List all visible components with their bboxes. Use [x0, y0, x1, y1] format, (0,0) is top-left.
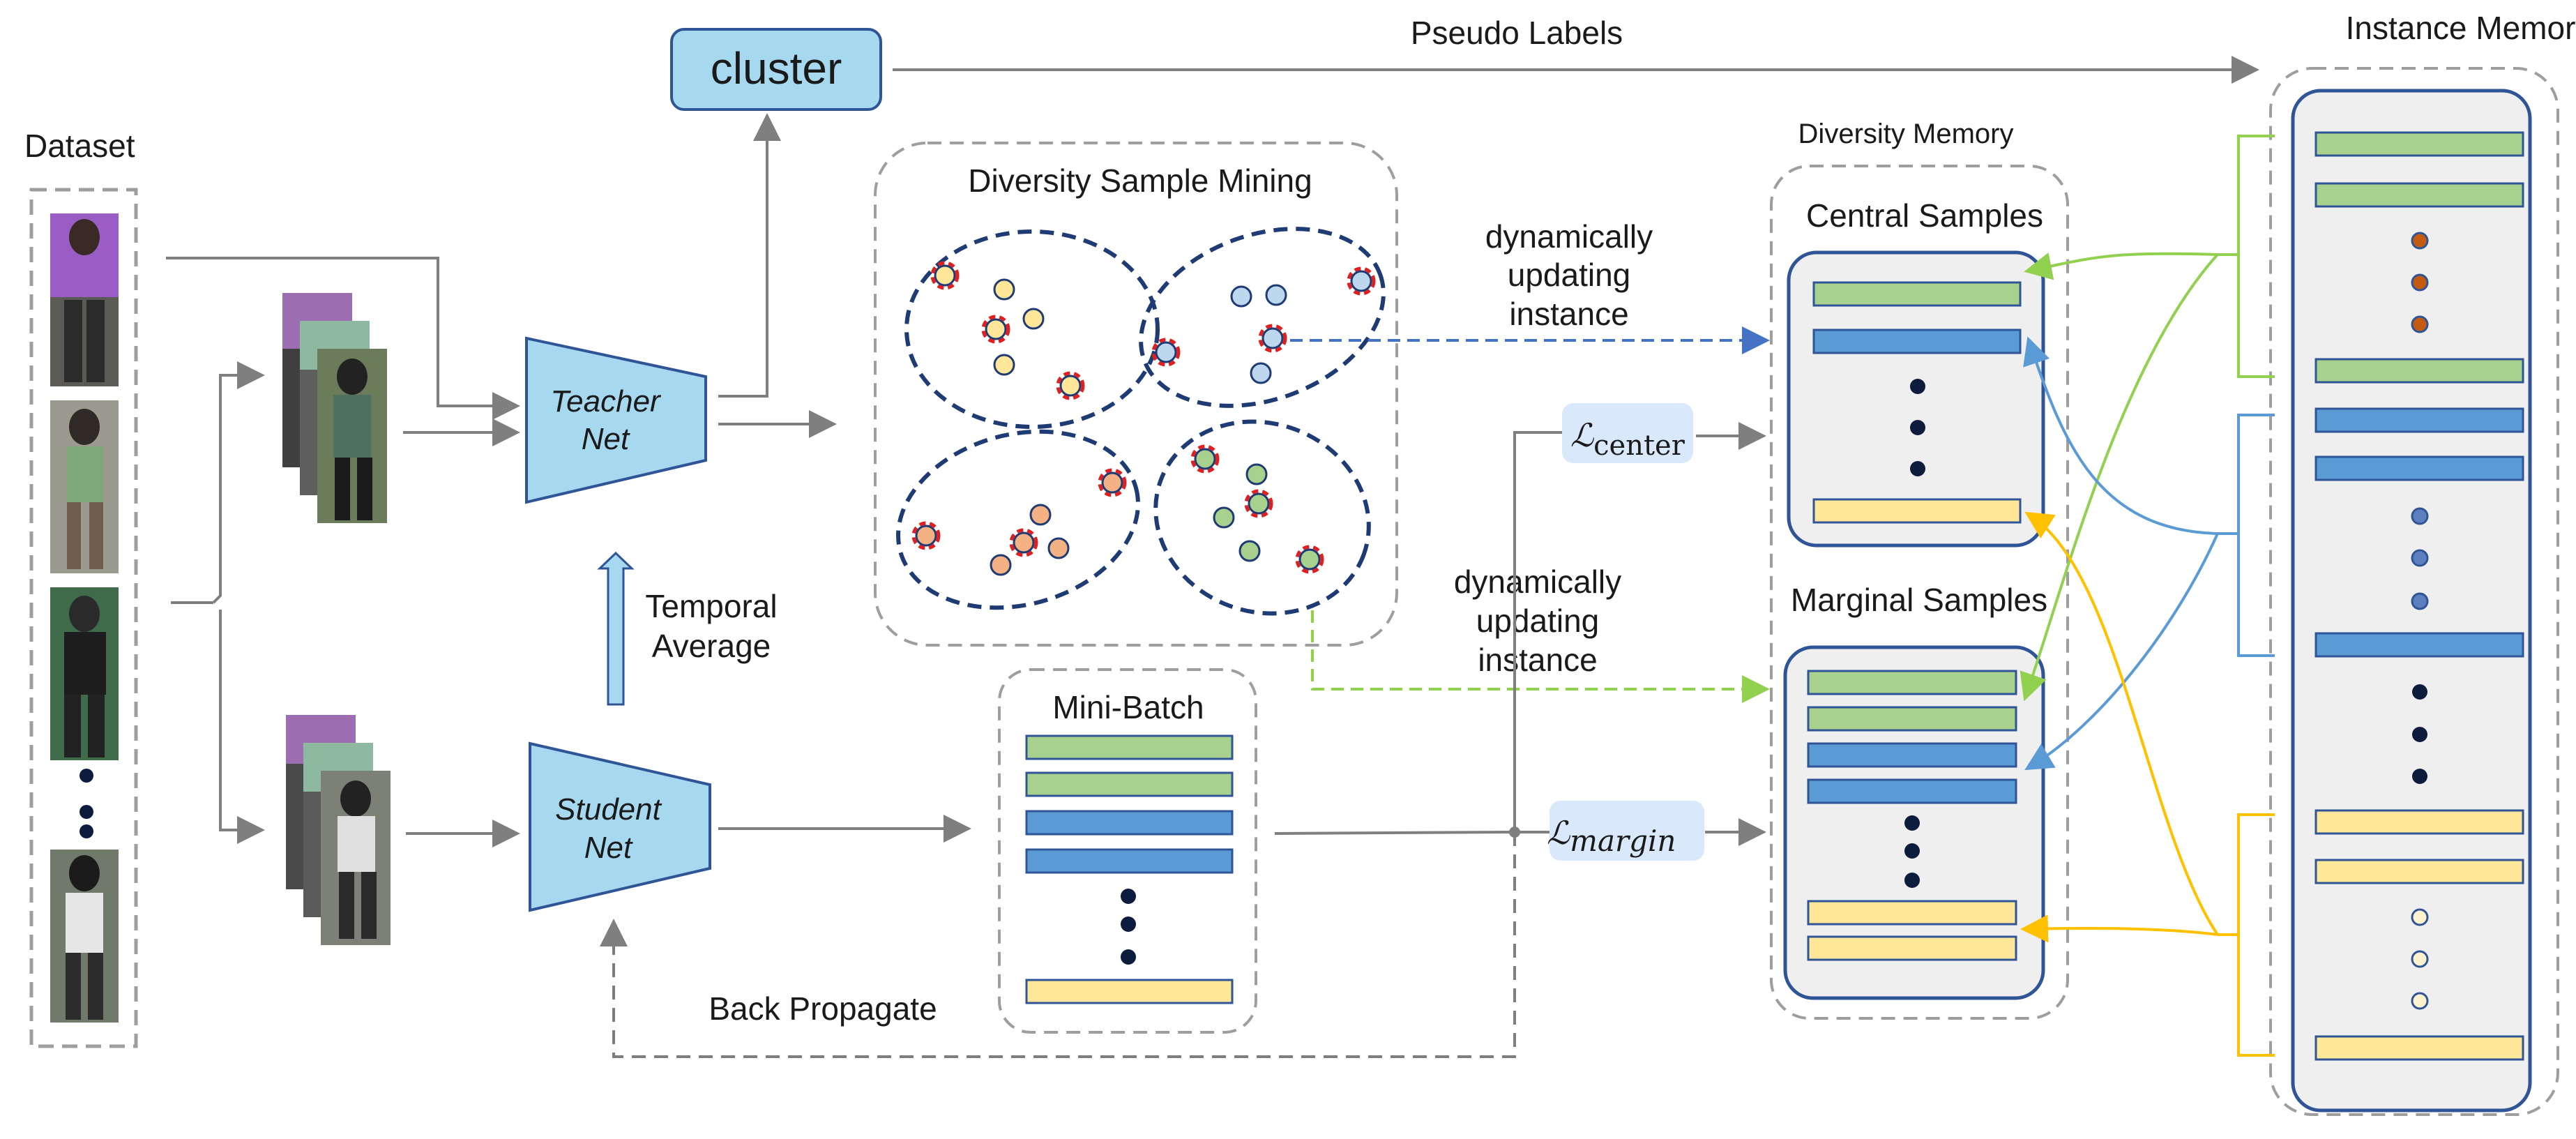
teacher-net: Teacher Net — [525, 336, 707, 504]
dataset-image-3 — [50, 587, 119, 760]
back-propagate-label: Back Propagate — [709, 990, 937, 1027]
loss-center-subscript: center — [1593, 430, 1685, 462]
sample-cluster-1 — [904, 229, 1160, 429]
teacher-to-cluster-arrow — [718, 113, 781, 398]
pseudo-labels-label: Pseudo Labels — [1411, 15, 1623, 51]
cluster-2-points — [1155, 270, 1372, 384]
junction-dot — [1509, 827, 1520, 838]
yellow-bracket — [2020, 511, 2275, 1057]
cluster-1-markers — [930, 261, 1085, 400]
green-bracket — [2020, 135, 2275, 702]
diversity-sample-mining-panel: Diversity Sample Mining — [874, 142, 1398, 647]
dataset-panel: Dataset — [24, 128, 138, 1048]
mini-batch-label: Mini-Batch — [1052, 689, 1204, 725]
loss-margin-symbol: ℒ — [1547, 814, 1570, 852]
dataset-image-4 — [50, 850, 119, 1023]
marginal-samples-box — [1783, 645, 2045, 1000]
cluster-4-markers — [1190, 444, 1324, 574]
dataset-label: Dataset — [24, 128, 135, 164]
svg-text:ℒmargin: ℒmargin — [1547, 814, 1676, 858]
sample-cluster-4 — [1153, 419, 1371, 616]
instance-memory-panel: Instance Memory — [2269, 10, 2576, 1116]
central-samples-box — [1787, 250, 2045, 548]
dyn-update-2-line3: instance — [1478, 642, 1597, 678]
cluster-label: cluster — [711, 43, 842, 93]
teacher-net-label-line2: Net — [582, 422, 630, 456]
cluster-2-markers — [1151, 266, 1376, 367]
cluster-box: cluster — [670, 28, 882, 111]
svg-text:ℒcenter: ℒcenter — [1570, 416, 1685, 462]
dyn-update-1-line1: dynamically — [1485, 218, 1653, 255]
student-net: Student Net — [529, 741, 711, 912]
cluster-1-points — [934, 264, 1082, 397]
dataset-connectors — [166, 257, 520, 844]
teacher-image-stack — [282, 293, 387, 523]
marginal-samples-label: Marginal Samples — [1791, 582, 2047, 618]
cluster-4-points — [1194, 448, 1321, 571]
dyn-update-1-line2: updating — [1508, 257, 1631, 293]
teacher-net-label-line1: Teacher — [550, 384, 662, 418]
loss-center-box: ℒcenter — [1562, 403, 1693, 463]
loss-margin-subscript: margin — [1570, 824, 1676, 858]
diversity-sample-mining-label: Diversity Sample Mining — [968, 163, 1312, 199]
sample-cluster-3 — [896, 429, 1140, 610]
temporal-average-line2: Average — [652, 628, 771, 664]
student-net-label-line1: Student — [555, 792, 662, 827]
student-net-label-line2: Net — [584, 831, 633, 865]
dataset-image-2 — [50, 400, 119, 573]
student-image-stack — [286, 715, 391, 945]
central-samples-label: Central Samples — [1806, 197, 2043, 234]
loss-margin-box: ℒmargin — [1547, 801, 1704, 861]
dyn-update-2-line1: dynamically — [1454, 564, 1621, 600]
instance-memory-label: Instance Memory — [2346, 10, 2576, 46]
diversity-memory-label: Diversity Memory — [1798, 119, 2014, 149]
cluster-3-markers — [911, 468, 1127, 557]
temporal-average: Temporal Average — [597, 551, 778, 706]
dyn-update-1-line3: instance — [1509, 296, 1628, 332]
mini-batch-panel: Mini-Batch — [998, 668, 1257, 1034]
temporal-average-line1: Temporal — [645, 588, 777, 624]
dataset-image-1 — [50, 213, 119, 386]
dataset-dots-icon — [79, 769, 93, 838]
loss-connectors — [600, 422, 1766, 1058]
dyn-update-arrow-marginal — [1311, 610, 1770, 703]
diversity-memory-panel: Diversity Memory Central Samples Margina… — [1770, 119, 2069, 1020]
cluster-3-points — [915, 472, 1123, 576]
loss-center-symbol: ℒ — [1570, 416, 1594, 454]
sample-cluster-2 — [1139, 227, 1386, 408]
dyn-update-2-line2: updating — [1476, 603, 1600, 639]
blue-bracket — [2023, 336, 2275, 771]
